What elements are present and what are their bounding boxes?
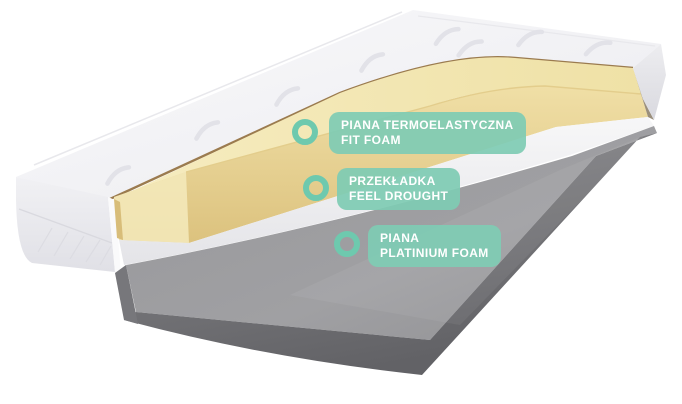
cover-cut-face-left (108, 197, 121, 274)
gray-left-cut-face (115, 265, 138, 324)
quilt-stitch-marks (105, 26, 613, 186)
cover-left-side-face (16, 177, 115, 272)
cover-right-side-face (633, 44, 666, 120)
